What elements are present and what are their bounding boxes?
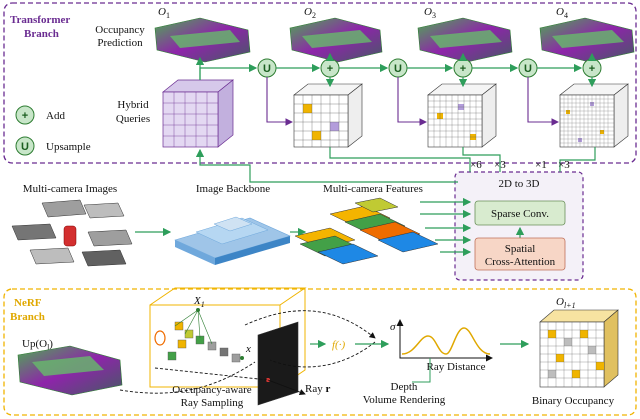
binary-occupancy-cube (539, 309, 619, 388)
upsample-node-1: U (257, 58, 277, 78)
svg-text:+: + (327, 63, 333, 75)
nerf-branch-box (3, 288, 637, 416)
occupancy-prediction-label-2: Prediction (97, 37, 143, 49)
ray-distance-label: Ray Distance (427, 361, 486, 373)
svg-text:O: O (424, 6, 432, 18)
o-l1-label: Ol+1 (556, 296, 576, 310)
hybrid-queries-label-2: Queries (116, 113, 150, 125)
svg-text:1: 1 (166, 11, 170, 20)
svg-text:2: 2 (312, 11, 316, 20)
image-plane (257, 321, 299, 406)
svg-text:3: 3 (432, 11, 436, 20)
add-node-3: + (582, 58, 602, 78)
binary-occupancy-label: Binary Occupancy (532, 395, 615, 407)
x1-label: X1 (193, 295, 205, 309)
transformer-flow-arrows (195, 52, 597, 172)
multiplier-4: ×3 (558, 159, 570, 171)
occupancy-map-o4 (539, 17, 635, 63)
volume-rendering-label: Volume Rendering (363, 394, 446, 406)
spatial-label: Spatial (505, 243, 536, 255)
occupancy-map-o3 (417, 17, 513, 63)
multi-camera-images (11, 199, 133, 267)
upsample-node-3: U (518, 58, 538, 78)
upsample-icon (15, 136, 35, 156)
image-backbone (174, 216, 291, 265)
grid-cube-4 (559, 83, 629, 148)
add-node-2: + (453, 58, 473, 78)
depth-pointer (412, 358, 431, 383)
transformer-branch-box (3, 2, 637, 164)
multi-camera-features (294, 197, 439, 265)
svg-text:+: + (589, 63, 595, 75)
ray-arrows (119, 310, 376, 396)
up-o-label: Up(Ol) (22, 338, 53, 352)
grid-cube-2 (293, 83, 363, 148)
hybrid-queries-label-1: Hybrid (117, 99, 149, 111)
grid-cube-3 (427, 83, 497, 148)
hybrid-queries-cube (162, 79, 234, 148)
multi-camera-features-label: Multi-camera Features (323, 183, 423, 195)
occupancy-map-o1 (154, 17, 251, 63)
multiplier-3: ×1 (535, 159, 547, 171)
sparse-conv-block (474, 200, 566, 226)
spatial-cross-attention-block (474, 237, 566, 271)
two-d-to-three-d-label: 2D to 3D (499, 178, 540, 190)
multiplier-2: ×3 (494, 159, 506, 171)
density-plot (396, 319, 493, 362)
svg-text:4: 4 (564, 11, 568, 20)
nerf-branch-title-1: NeRF (14, 297, 42, 309)
multiplier-1: ×6 (470, 159, 482, 171)
add-label: Add (46, 110, 65, 122)
x2-label: x (245, 343, 251, 355)
upsample-symbol: U (21, 141, 29, 153)
f-function-label: f(·) (332, 339, 345, 351)
multi-camera-images-label: Multi-camera Images (23, 183, 117, 195)
transformer-branch-title-1: Transformer (10, 14, 70, 26)
nerf-input-terrain (17, 345, 123, 396)
add-symbol: + (22, 110, 28, 122)
depth-label: Depth (391, 381, 418, 393)
svg-text:O: O (304, 6, 312, 18)
upsample-label: Upsample (46, 141, 91, 153)
transformer-branch-title-2: Branch (24, 28, 59, 40)
image-backbone-label: Image Backbone (196, 183, 270, 195)
add-node-1: + (320, 58, 340, 78)
ray-label: Ray r (305, 383, 330, 395)
occupancy-map-o2 (289, 17, 383, 63)
svg-text:O: O (556, 6, 564, 18)
svg-text:O: O (158, 6, 166, 18)
add-icon (15, 105, 35, 125)
sigma-label: σ (390, 321, 396, 333)
svg-text:U: U (263, 63, 271, 75)
cross-attention-label: Cross-Attention (485, 256, 556, 268)
nerf-branch-title-2: Branch (10, 311, 45, 323)
svg-text:U: U (394, 63, 402, 75)
svg-text:+: + (460, 63, 466, 75)
occupancy-prediction-label-1: Occupancy (95, 24, 145, 36)
svg-text:U: U (524, 63, 532, 75)
occ-aware-label-2: Ray Sampling (181, 397, 244, 409)
sampling-points (154, 308, 244, 363)
sparse-conv-label: Sparse Conv. (491, 208, 549, 220)
occ-aware-label-1: Occupancy-aware (172, 384, 252, 396)
query-flow-arrows (266, 77, 560, 126)
upsample-node-2: U (388, 58, 408, 78)
